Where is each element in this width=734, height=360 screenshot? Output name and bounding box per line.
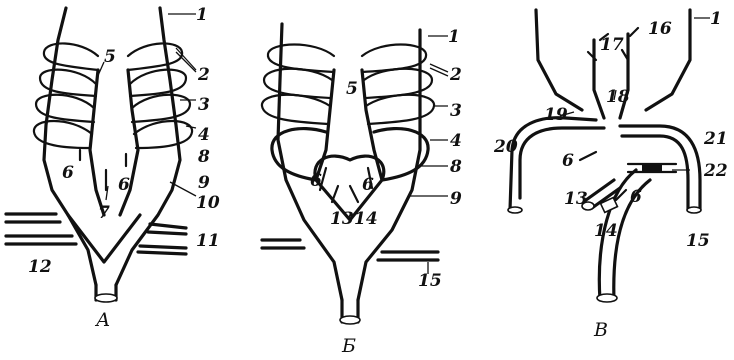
panel-a-label-9: 9 [198, 173, 210, 193]
panel-b-label-14: 14 [354, 209, 378, 229]
panel-a-label-1: 1 [196, 5, 208, 25]
panel-a-left-branch-upper [6, 214, 60, 222]
panel-c-label-1: 1 [710, 9, 722, 29]
panel-c-label-21: 21 [703, 129, 728, 149]
panel-a-label-7: 7 [98, 203, 110, 223]
panel-b-left-dorsal-aorta [278, 24, 342, 300]
panel-b-right-ventral-aorta [362, 70, 382, 180]
panel-c-leader-lines [560, 18, 710, 170]
panel-b-caption: Б [341, 335, 356, 357]
panel-b-label-13: 13 [330, 209, 354, 229]
panel-b-label-9: 9 [450, 189, 462, 209]
panel-a-left-arch-1 [44, 43, 98, 70]
panel-a-label-5: 5 [104, 47, 116, 67]
panel-b-label-8: 8 [449, 157, 462, 177]
panel-b-label-5: 5 [346, 79, 358, 99]
panel-c-right-end [687, 207, 701, 213]
panel-a-right-arch-3 [132, 95, 190, 122]
panel-b-left-arch-3 [262, 95, 330, 124]
panel-a-label-3: 3 [198, 95, 210, 115]
panel-b-label-6-right: 6 [362, 175, 374, 195]
panel-c-label-18: 18 [606, 87, 630, 107]
panel-a-leader-lines [96, 14, 196, 200]
panel-b-label-6-left: 6 [310, 171, 322, 191]
panel-b-label-3: 3 [450, 101, 462, 121]
panel-a-label-6-left: 6 [62, 163, 74, 183]
panel-a-label-2: 2 [197, 65, 210, 85]
panel-c-label-16: 16 [648, 19, 672, 39]
panel-b-label-1: 1 [448, 27, 460, 47]
panel-a-right-arch-4 [134, 121, 192, 148]
panel-b-right-branch [378, 252, 438, 260]
panel-a-label-8: 8 [197, 147, 210, 167]
panel-a-right-branch-lower [138, 246, 186, 254]
panel-b-leader-lines [410, 36, 448, 274]
panel-c-label-20: 20 [493, 137, 518, 157]
panel-a-label-12: 12 [28, 257, 52, 277]
panel-b-label-15: 15 [418, 271, 442, 291]
panel-c-label-6-left: 6 [562, 151, 574, 171]
panel-c-left-end [508, 207, 522, 213]
panel-b-aorta-end [340, 316, 360, 324]
panel-a-right-arch-1 [128, 43, 182, 70]
panel-c-left-carotid [536, 10, 582, 110]
panel-c-label-17: 17 [600, 35, 624, 55]
panel-a-right-arch-2 [130, 70, 186, 96]
panel-a-left-branch-lower [6, 236, 76, 244]
panel-a-label-11: 11 [196, 231, 220, 251]
panel-a-left-arch-2 [40, 70, 96, 96]
panel-a-left-ventral-aorta [90, 70, 104, 215]
panel-a-label-4: 4 [198, 125, 210, 145]
panel-a-caption: А [94, 309, 110, 331]
panel-b-left-arch-2 [264, 69, 332, 98]
panel-b-label-2: 2 [449, 65, 462, 85]
panel-a-right-branch-upper [148, 224, 186, 234]
panel-b-left-branch [262, 240, 304, 248]
panel-b-right-arch-2 [364, 69, 432, 98]
panel-c-label-6-right: 6 [630, 187, 642, 207]
panel-b-right-arch-3 [366, 95, 434, 124]
panel-a-label-10: 10 [196, 193, 220, 213]
panel-c-label-15: 15 [686, 231, 710, 251]
panel-b-right-arch-1 [362, 45, 426, 73]
panel-c-caption: В [593, 319, 608, 341]
panel-a-left-arch-4 [34, 121, 92, 148]
panel-b-label-4: 4 [450, 131, 462, 151]
panel-a-label-6-right: 6 [118, 175, 130, 195]
panel-c-label-22: 22 [703, 161, 728, 181]
panel-b-left-arch-1 [268, 45, 334, 73]
panel-c-aorta-end [597, 294, 617, 302]
panel-c-label-13: 13 [564, 189, 588, 209]
panel-c-label-19: 19 [544, 105, 568, 125]
panel-c-vessel-16 [622, 28, 638, 60]
panel-c-label-14: 14 [594, 221, 618, 241]
panel-c-ductus-marker [642, 163, 662, 171]
panel-a-left-arch-3 [36, 95, 94, 122]
panel-a-aorta-end [95, 294, 117, 302]
